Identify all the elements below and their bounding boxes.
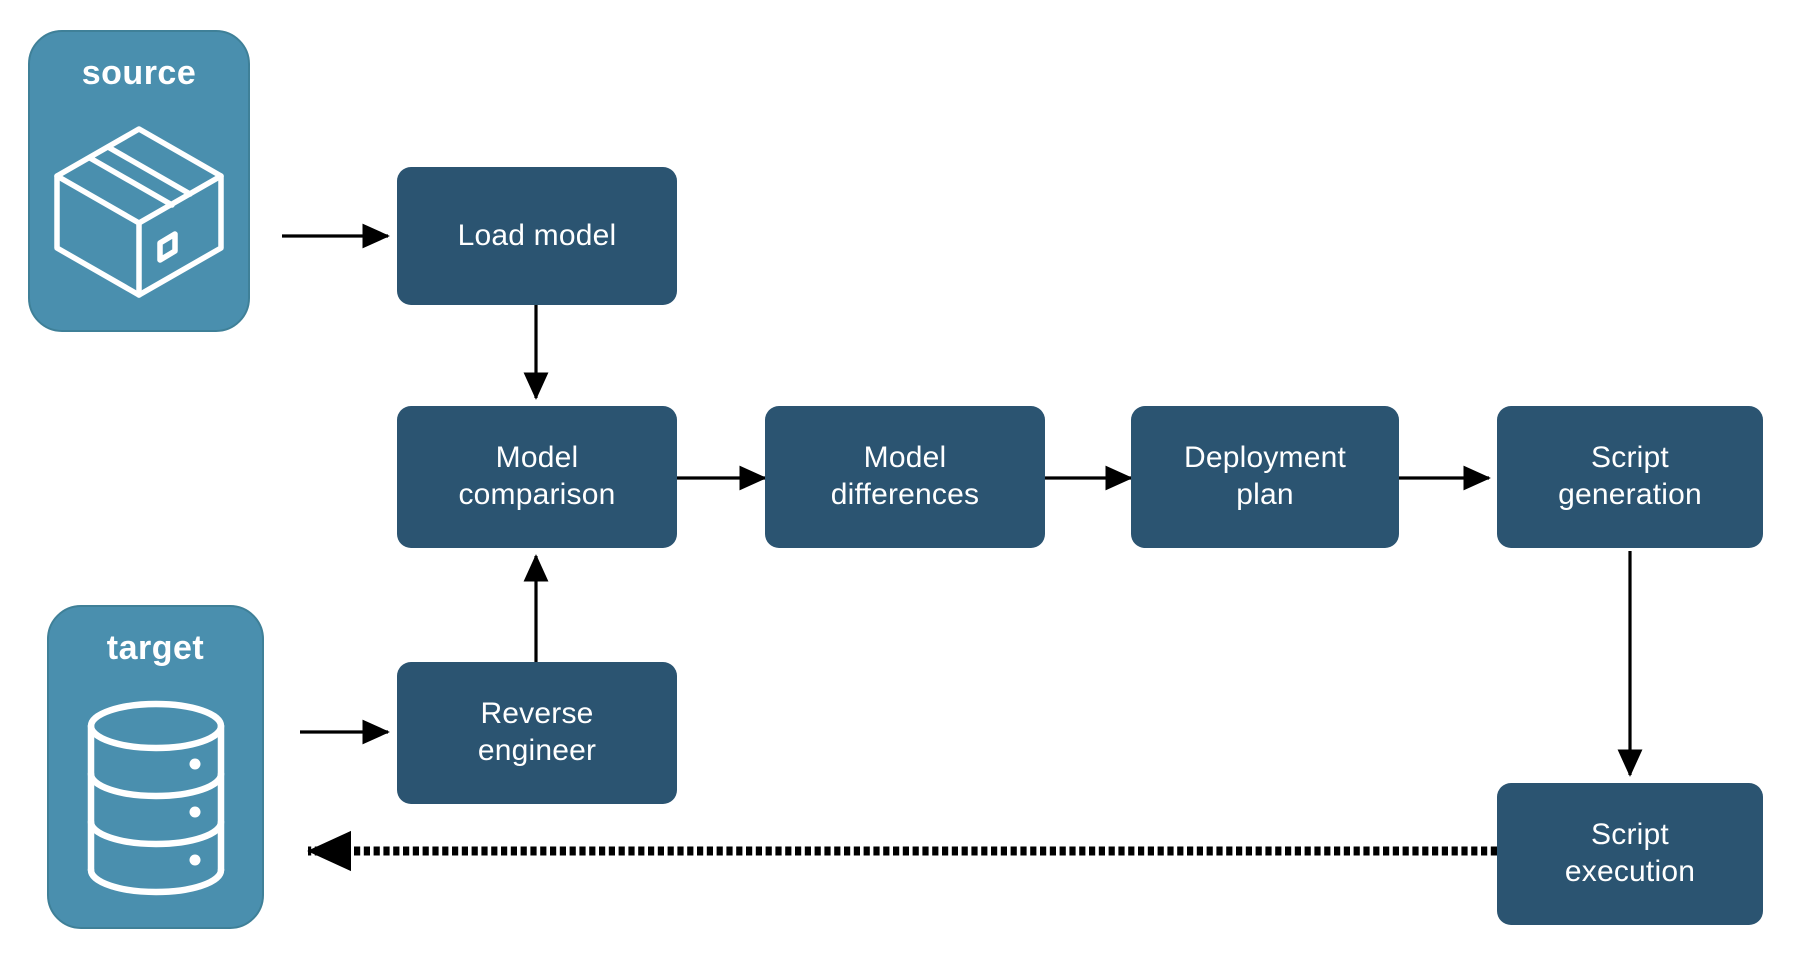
process-model-differences[interactable]: Model differences	[765, 406, 1045, 548]
process-model-comparison[interactable]: Model comparison	[397, 406, 677, 548]
database-cylinder-icon	[49, 668, 262, 927]
process-model-differences-line1: Model	[863, 441, 947, 475]
endpoint-source[interactable]: source	[28, 30, 250, 332]
process-deployment-plan[interactable]: Deployment plan	[1131, 406, 1399, 548]
package-box-icon	[30, 93, 248, 330]
process-reverse-engineer[interactable]: Reverse engineer	[397, 662, 677, 804]
process-reverse-engineer-line2: engineer	[477, 734, 597, 767]
process-script-execution-line2: execution	[1564, 855, 1696, 888]
endpoint-target[interactable]: target	[47, 605, 264, 929]
endpoint-source-label: source	[81, 54, 197, 92]
endpoint-target-label: target	[106, 629, 205, 667]
process-script-generation[interactable]: Script generation	[1497, 406, 1763, 548]
process-script-execution-line1: Script	[1591, 818, 1669, 852]
process-model-comparison-line2: comparison	[458, 478, 616, 511]
process-load-model[interactable]: Load model	[397, 167, 677, 305]
process-model-differences-line2: differences	[830, 478, 980, 511]
process-load-model-label: Load model	[457, 218, 617, 252]
process-deployment-plan-line1: Deployment	[1183, 441, 1347, 475]
process-reverse-engineer-line1: Reverse	[480, 697, 594, 731]
process-script-execution[interactable]: Script execution	[1497, 783, 1763, 925]
process-script-generation-line1: Script	[1591, 441, 1669, 475]
process-script-generation-line2: generation	[1558, 478, 1702, 511]
process-model-comparison-line1: Model	[495, 441, 579, 475]
process-deployment-plan-line2: plan	[1236, 478, 1294, 511]
